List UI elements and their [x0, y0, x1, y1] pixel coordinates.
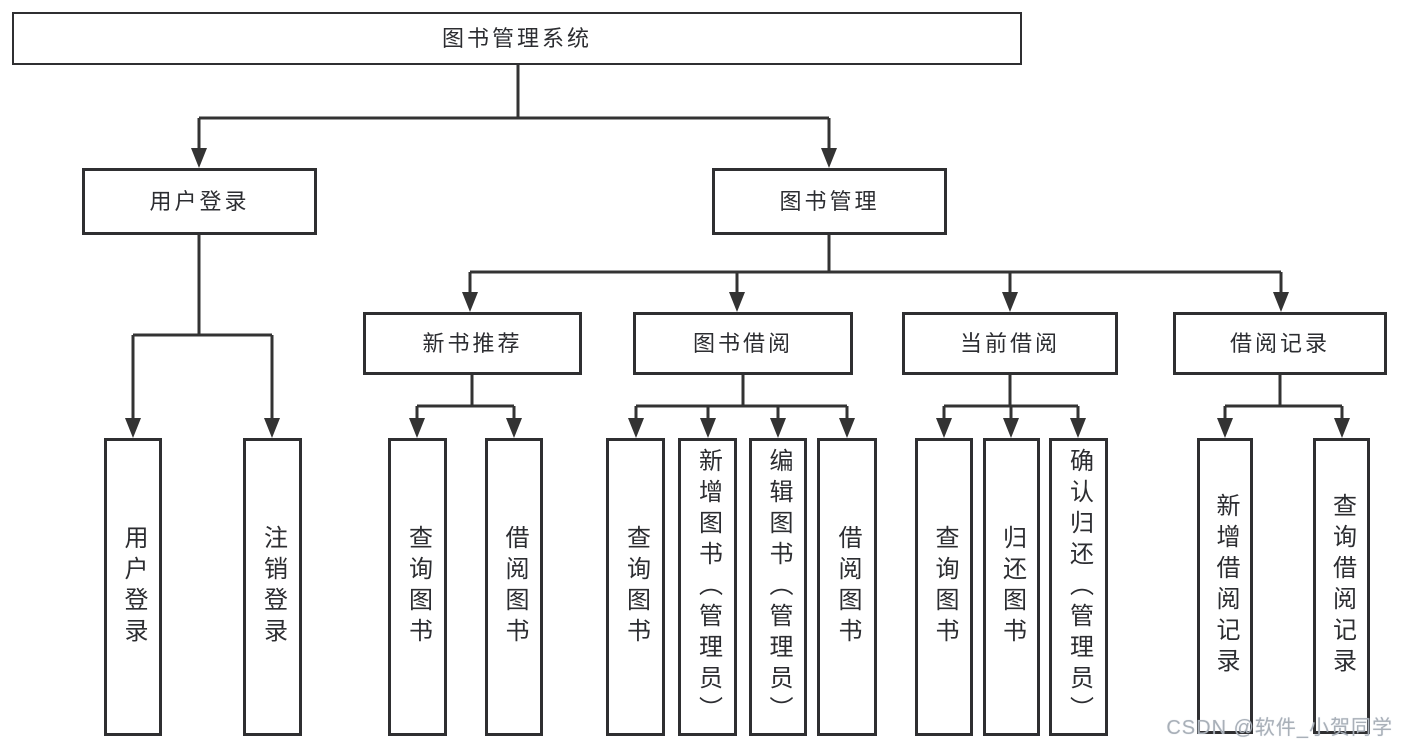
leaf-add-books-admin: 新增图书（管理员） [678, 438, 737, 736]
leaf-query-borrow-record: 查询借阅记录 [1313, 438, 1370, 734]
leaf-logout: 注销登录 [243, 438, 302, 736]
arrowhead-icons [125, 148, 1350, 438]
leaf-confirm-return-admin: 确认归还（管理员） [1049, 438, 1108, 736]
leaf-user-login: 用户登录 [104, 438, 162, 736]
node-user-login-module: 用户登录 [82, 168, 317, 235]
leaf-query-books-borrowing: 查询图书 [606, 438, 665, 736]
node-borrowing-records: 借阅记录 [1173, 312, 1387, 375]
leaf-return-books: 归还图书 [983, 438, 1040, 736]
node-new-book-recommendation: 新书推荐 [363, 312, 582, 375]
leaf-edit-books-admin: 编辑图书（管理员） [749, 438, 807, 736]
node-current-borrowing: 当前借阅 [902, 312, 1118, 375]
leaf-query-books-current: 查询图书 [915, 438, 973, 736]
node-book-borrowing: 图书借阅 [633, 312, 853, 375]
leaf-borrow-books: 借阅图书 [817, 438, 877, 736]
node-library-management-system: 图书管理系统 [12, 12, 1022, 65]
leaf-borrow-books-recommend: 借阅图书 [485, 438, 543, 736]
node-book-management-module: 图书管理 [712, 168, 947, 235]
leaf-query-books-recommend: 查询图书 [388, 438, 447, 736]
csdn-watermark: CSDN @软件_小贺同学 [1166, 717, 1393, 739]
leaf-add-borrow-record: 新增借阅记录 [1197, 438, 1253, 734]
